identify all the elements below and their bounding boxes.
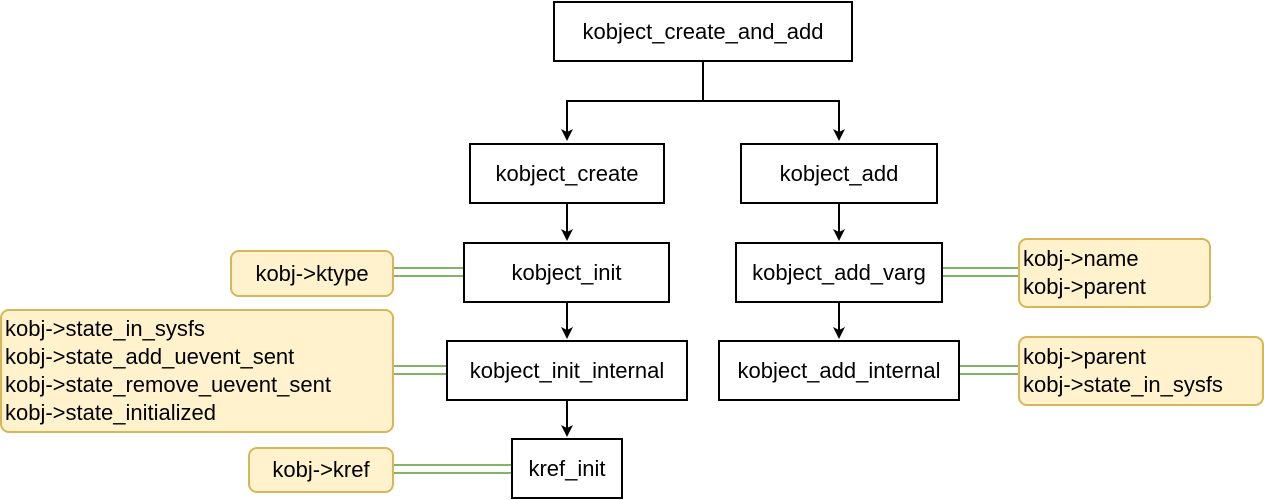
- note-field: kobj->state_in_sysfs: [1023, 372, 1223, 397]
- node-kobject-init: kobject_init: [463, 242, 670, 303]
- node-kobject-add-varg: kobject_add_varg: [735, 242, 943, 303]
- node-kobject-create: kobject_create: [469, 143, 665, 204]
- node-kref-init: kref_init: [511, 438, 623, 499]
- node-kobject-init-internal: kobject_init_internal: [446, 340, 688, 401]
- note-link-init: [393, 267, 464, 277]
- note-add-varg-fields: kobj->name kobj->parent: [1018, 238, 1211, 308]
- edge-create-and-add-to-create: [561, 61, 704, 141]
- note-field: kobj->kref: [272, 457, 370, 482]
- node-kobject-add-internal: kobject_add_internal: [718, 340, 960, 401]
- node-kobject-add: kobject_add: [740, 143, 938, 204]
- note-add-internal-fields: kobj->parent kobj->state_in_sysfs: [1018, 336, 1264, 406]
- note-field: kobj->name: [1023, 246, 1139, 271]
- note-link-init-internal: [393, 365, 447, 375]
- note-field: kobj->parent: [1023, 274, 1146, 299]
- note-link-add-internal: [959, 365, 1019, 375]
- note-field: kobj->state_add_uevent_sent: [5, 344, 295, 369]
- edge-create-and-add-to-add: [703, 100, 845, 141]
- note-field: kobj->parent: [1023, 344, 1146, 369]
- note-link-kref-init: [393, 464, 512, 474]
- note-init-fields: kobj->ktype: [230, 250, 394, 297]
- note-link-add-varg: [942, 267, 1019, 277]
- note-init-internal-fields: kobj->state_in_sysfs kobj->state_add_uev…: [0, 309, 394, 433]
- note-field: kobj->state_initialized: [5, 400, 216, 425]
- note-field: kobj->state_remove_uevent_sent: [5, 372, 331, 397]
- note-field: kobj->state_in_sysfs: [5, 316, 205, 341]
- node-kobject-create-and-add: kobject_create_and_add: [553, 1, 853, 62]
- note-kref-init-fields: kobj->kref: [248, 447, 394, 493]
- note-field: kobj->ktype: [255, 260, 369, 286]
